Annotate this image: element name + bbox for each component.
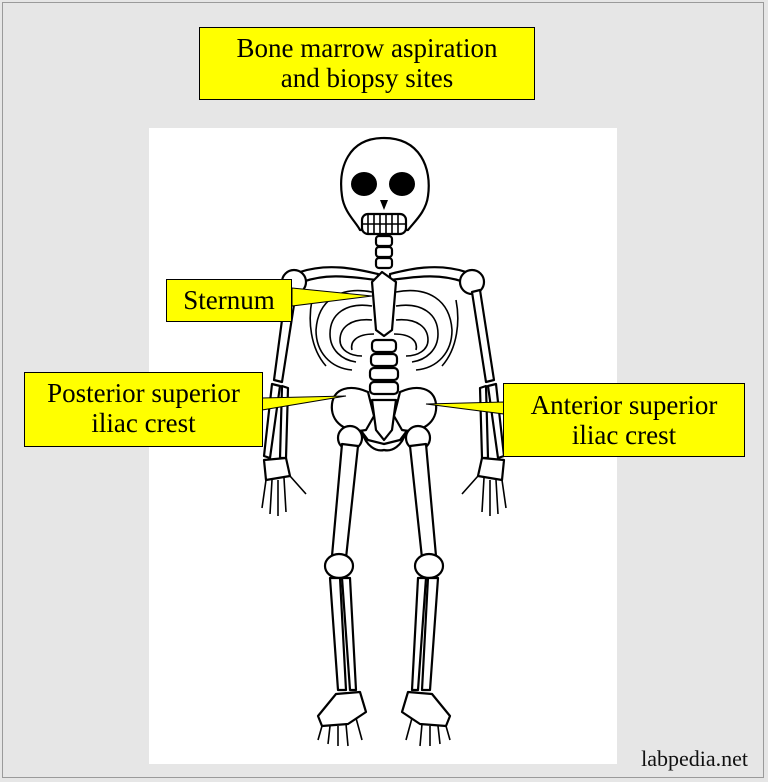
callout-pointers	[261, 287, 505, 415]
label-posterior-superior-iliac-crest: Posterior superior iliac crest	[24, 372, 263, 447]
pelvis	[330, 386, 438, 452]
label-sternum: Sternum	[166, 279, 292, 322]
cervical-spine	[374, 234, 394, 270]
shoulder-girdle	[280, 266, 486, 296]
left-leg	[316, 424, 368, 747]
watermark: labpedia.net	[641, 746, 748, 771]
right-leg	[400, 424, 452, 747]
lumbar-spine	[368, 338, 400, 396]
rib-cage	[309, 270, 459, 371]
skull	[340, 136, 430, 236]
diagram-title: Bone marrow aspiration and biopsy sites	[199, 27, 535, 100]
label-anterior-superior-iliac-crest: Anterior superior iliac crest	[503, 383, 745, 457]
